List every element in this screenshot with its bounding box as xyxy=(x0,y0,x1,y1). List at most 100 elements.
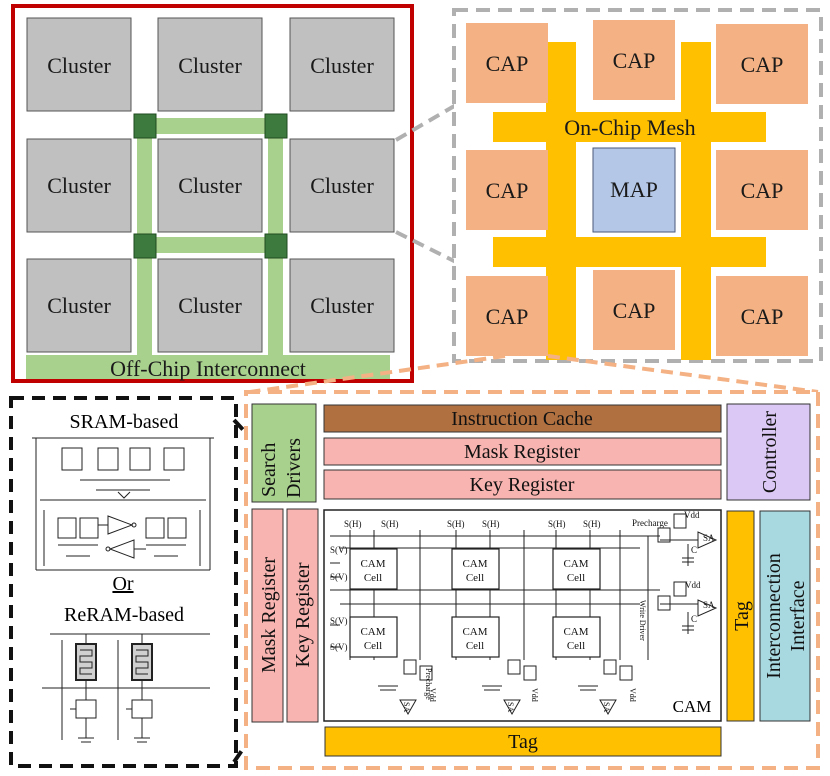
key-register-side-label: Key Register xyxy=(292,562,314,667)
cluster-box xyxy=(157,138,263,233)
cluster-label: Cluster xyxy=(310,173,374,198)
cluster-label: Cluster xyxy=(178,293,242,318)
mesh-label: On-Chip Mesh xyxy=(564,115,695,140)
mesh-horizontal xyxy=(493,112,766,142)
router-group xyxy=(133,113,288,259)
cam-cell xyxy=(451,616,500,658)
interconnection-interface-box xyxy=(759,510,811,722)
sh-label: S(H) xyxy=(447,519,465,529)
cap-label: CAP xyxy=(486,51,529,76)
cap-box xyxy=(593,20,675,100)
cap-label: CAP xyxy=(486,304,529,329)
vdd-label: Vdd xyxy=(628,688,637,702)
precharge-label: Precharge xyxy=(632,518,668,528)
cluster-grid xyxy=(26,17,395,353)
cluster-box xyxy=(157,17,263,112)
precharge-label: Precharge xyxy=(424,668,433,700)
cluster-box xyxy=(289,138,395,233)
search-label: Search xyxy=(258,443,280,497)
vdd-label: Vdd xyxy=(428,688,437,702)
cam-label: CAM xyxy=(673,697,712,716)
cap-detail-panel: CAM Cell CAM Cell CAM Cell CAM Cell CAM … xyxy=(244,390,820,770)
cam-cell-label: CAM xyxy=(462,626,487,638)
drivers-label: Drivers xyxy=(283,438,305,498)
cluster-box xyxy=(26,17,132,112)
on-chip-mesh xyxy=(493,42,766,360)
cam-cell xyxy=(552,548,601,590)
mesh-vertical xyxy=(546,42,576,360)
instruction-cache-box xyxy=(323,404,722,433)
sa-label: SA xyxy=(703,533,715,543)
cluster-label: Cluster xyxy=(310,53,374,78)
c-label: C xyxy=(691,545,697,555)
cap-label: CAP xyxy=(741,52,784,77)
offchip-interconnect xyxy=(26,355,390,379)
cap-box xyxy=(466,276,548,356)
sa-label: SA xyxy=(506,702,515,712)
cluster-label: Cluster xyxy=(47,293,111,318)
chip-panel: Cluster Cluster Cluster Cluster Cluster … xyxy=(11,4,414,383)
cam-cell-label: Cell xyxy=(567,640,585,652)
vdd-label: Vdd xyxy=(684,510,700,520)
instruction-cache-label: Instruction Cache xyxy=(451,408,593,430)
sh-label: S(H) xyxy=(482,519,500,529)
c-label: C xyxy=(691,614,697,624)
router xyxy=(264,113,288,139)
controller-box xyxy=(726,403,811,501)
vdd-label: Vdd xyxy=(530,688,539,702)
cam-cell-label: Cell xyxy=(364,572,382,584)
cam-cell xyxy=(451,548,500,590)
sv-label: S(V) xyxy=(330,545,348,555)
offchip-label: Off-Chip Interconnect xyxy=(110,356,306,381)
zoom-connector-orange xyxy=(249,354,506,394)
sa-label: SA xyxy=(602,702,611,712)
cell-types-panel: SRAM-based Or ReRAM-based xyxy=(9,396,238,768)
sa-label: SA xyxy=(402,702,411,712)
mesh-vertical xyxy=(681,42,711,360)
sv-label: S(V) xyxy=(330,572,348,582)
router xyxy=(133,233,157,259)
sh-label: S(H) xyxy=(344,519,362,529)
key-register-top-box xyxy=(323,469,722,500)
sv-label: S(V) xyxy=(330,616,348,626)
cam-cell-label: CAM xyxy=(360,558,385,570)
cap-box xyxy=(716,276,808,356)
tag-right-box xyxy=(726,510,755,722)
map-box xyxy=(592,147,676,233)
cam-cell-label: Cell xyxy=(466,572,484,584)
cap-box xyxy=(716,24,808,104)
sv-label: S(V) xyxy=(330,642,348,652)
cam-cell-label: CAM xyxy=(563,558,588,570)
cam-cell-label: CAM xyxy=(360,626,385,638)
zoom-connector-gray xyxy=(394,103,458,142)
cap-box xyxy=(593,270,675,350)
mask-register-side-box xyxy=(251,508,284,723)
tag-bottom-label: Tag xyxy=(508,731,538,753)
write-driver-label: Write Driver xyxy=(638,600,647,641)
sense-circuits xyxy=(647,513,718,660)
cluster-label: Cluster xyxy=(47,53,111,78)
column-circuits xyxy=(378,659,633,716)
interconnection-label: Interconnection xyxy=(763,553,785,679)
sram-schematic xyxy=(32,437,214,571)
controller-label: Controller xyxy=(759,411,781,494)
cam-cell xyxy=(349,548,398,590)
mask-register-top-box xyxy=(323,437,722,466)
cap-box xyxy=(466,150,548,230)
cap-label: CAP xyxy=(613,298,656,323)
cluster-label: Cluster xyxy=(310,293,374,318)
cluster-label: Cluster xyxy=(178,53,242,78)
zoom-connector-orange xyxy=(547,354,819,394)
key-register-top-label: Key Register xyxy=(470,474,575,496)
cam-cell-label: CAM xyxy=(563,626,588,638)
cam-cell-label: Cell xyxy=(567,572,585,584)
cap-label: CAP xyxy=(613,48,656,73)
vdd-label: Vdd xyxy=(685,580,701,590)
zoom-connector-gray xyxy=(395,230,457,264)
router xyxy=(264,233,288,259)
sh-label: S(H) xyxy=(381,519,399,529)
cam-cell xyxy=(552,616,601,658)
cluster-box xyxy=(157,258,263,353)
